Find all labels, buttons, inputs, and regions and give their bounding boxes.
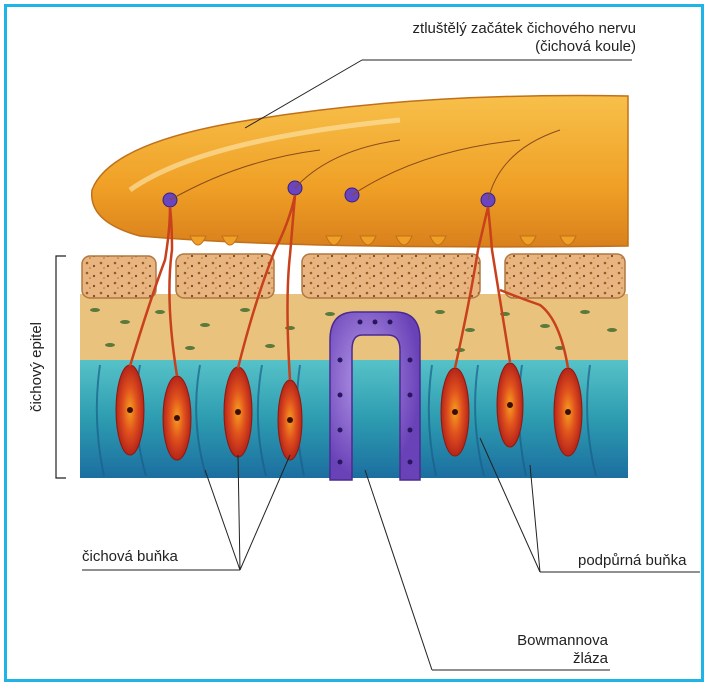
epithelium-bracket	[56, 256, 66, 478]
epithelium-label: čichový epitel	[28, 312, 46, 422]
bowman-label-line1: Bowmannova	[517, 632, 608, 650]
supporting-cell-label: podpůrná buňka	[578, 552, 686, 570]
epithelium-layer	[80, 360, 628, 478]
olfactory-cell-label: čichová buňka	[82, 548, 178, 566]
bulb-label-line1: ztluštělý začátek čichového nervu	[413, 20, 636, 38]
bulb-label-line2: (čichová koule)	[535, 38, 636, 56]
bowman-label-line2: žláza	[573, 650, 608, 668]
